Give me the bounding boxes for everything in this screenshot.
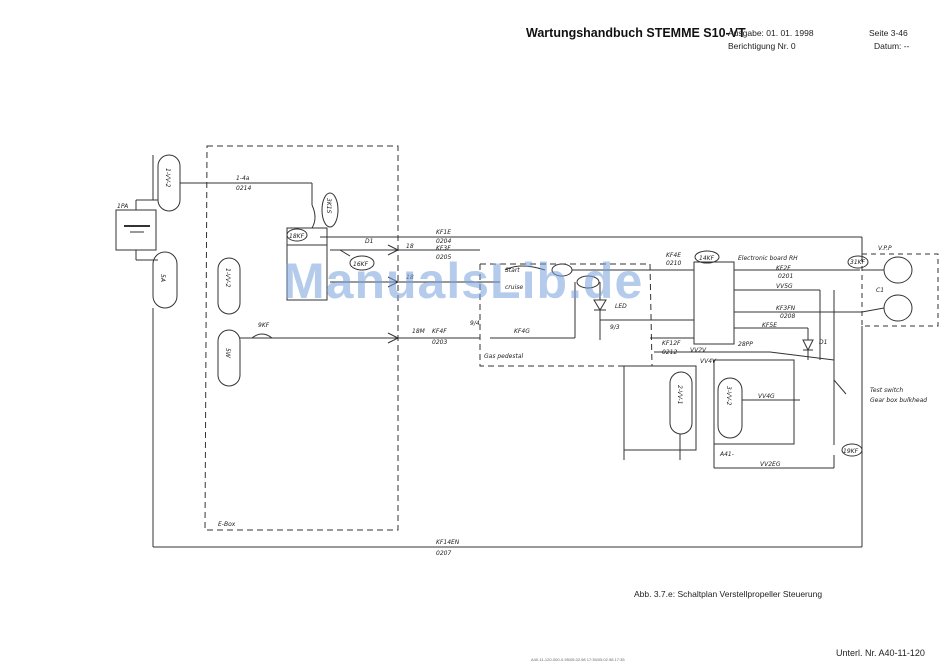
vpp-outline — [861, 253, 939, 327]
diode-d1-right — [802, 339, 814, 352]
relay-c-label: 2-VV-1 — [676, 385, 683, 404]
label-electronic-board: Electronic board RH — [738, 255, 798, 262]
wire-label-kf4e: KF4E — [666, 252, 681, 259]
wire-label-0205: 0205 — [436, 254, 451, 261]
wire-label-0204: 0204 — [436, 238, 451, 245]
label-14kf: 14KF — [699, 255, 715, 262]
wire-label-vv2eg: VV2EG — [760, 461, 781, 468]
wire-label-0201: 0201 — [778, 273, 793, 280]
label-test-switch: Test switch — [870, 387, 903, 394]
label-9kf: 9KF — [258, 322, 270, 329]
battery-label: 1PA — [117, 203, 128, 210]
electronic-board — [693, 261, 735, 345]
wire-label-0210: 0210 — [666, 260, 681, 267]
battery-symbol — [115, 209, 157, 251]
wire-label-kf3f: KF3F — [436, 245, 451, 252]
wire-label-kf2f: KF2F — [776, 265, 791, 272]
fuse-9kf — [251, 333, 273, 339]
relay-d-label: 3-VV-2 — [725, 386, 732, 406]
relay-top-label: 1-VV-2 — [164, 168, 171, 188]
label-start: Start — [505, 267, 520, 274]
page-number: Seite 3-46 — [869, 28, 908, 38]
wire-label-vv4g: VV4G — [758, 393, 775, 400]
label-cruise: cruise — [505, 284, 523, 291]
label-e-box: E-Box — [218, 521, 236, 528]
relay-box-b — [713, 359, 795, 445]
label-a41: A41- — [719, 451, 734, 458]
watermark: ManualsLib.de — [283, 253, 644, 309]
label-vpp: V.P.P — [878, 245, 892, 252]
label-led: LED — [615, 303, 627, 310]
label-3k1s: 3K1S — [325, 198, 332, 214]
wire-label-vv2v: VV2V — [690, 347, 707, 354]
relay-capsule-mid — [217, 257, 241, 315]
page-date: Datum: -- — [874, 41, 910, 51]
relay-block-upper — [286, 227, 328, 301]
wire-label-0214: 0214 — [236, 185, 251, 192]
document-number: Unterl. Nr. A40-11-120 — [836, 648, 925, 658]
label-9-3: 9/3 — [610, 324, 620, 331]
label-28pp: 28PP — [738, 341, 753, 348]
switch-3k1s — [321, 192, 339, 228]
label-31kf: 31KF — [850, 259, 866, 266]
label-gear-box: Gear box bulkhead — [870, 397, 927, 404]
label-d1-right: D1 — [819, 339, 827, 346]
e-box-outline — [204, 145, 399, 531]
wire-label-0208: 0208 — [780, 313, 795, 320]
wire-label-vv4v: VV4V — [700, 358, 717, 365]
vpp-motor-lower — [883, 294, 913, 322]
label-d1-left: D1 — [365, 238, 373, 245]
label-c1: C1 — [876, 287, 884, 294]
footer-code: A40-11-120-000-0-95/05.02.98 17:35/05.02… — [531, 657, 625, 662]
pin-label-18a: 18 — [406, 243, 414, 250]
fuse-capsule — [152, 251, 178, 309]
wire-label-0203: 0203 — [432, 339, 447, 346]
wire-label-kf1e: KF1E — [436, 229, 451, 236]
wire-label-9-4: 9/4 — [470, 320, 480, 327]
contact-14kf — [694, 250, 720, 264]
wire-label-0207: 0207 — [436, 550, 451, 557]
contact-31kf — [847, 255, 869, 269]
pin-label-18b: 18 — [406, 274, 414, 281]
wire-label-kf14en: KF14EN — [436, 539, 460, 546]
issue-date: Ausgabe: 01. 01. 1998 — [728, 28, 814, 38]
label-18kf: 18KF — [289, 233, 305, 240]
contact-45kf — [576, 275, 600, 289]
contact-18kf — [286, 228, 308, 242]
label-16kf: 16KF — [353, 261, 369, 268]
wire-label-kf3fn: KF3FN — [776, 305, 796, 312]
relay-capsule-d — [717, 377, 743, 439]
wire-label-kf5e: KF5E — [762, 322, 777, 329]
relay-low-label: 5W — [224, 348, 231, 359]
manual-title: Wartungshandbuch STEMME S10-VT — [526, 26, 746, 40]
amendment-number: Berichtigung Nr. 0 — [728, 41, 796, 51]
wire-label-vv5g: VV5G — [776, 283, 793, 290]
relay-capsule-low — [217, 329, 241, 387]
figure-caption: Abb. 3.7.e: Schaltplan Verstellpropeller… — [634, 589, 823, 599]
vpp-motor-upper — [883, 256, 913, 284]
fuse-label: 5A — [159, 274, 166, 282]
contact-16kf — [349, 255, 375, 271]
wire-label-14a: 1-4a — [236, 175, 250, 182]
wire-label-18m: 18M — [412, 328, 426, 335]
wire-label-kf4f: KF4F — [432, 328, 447, 335]
label-gas-pedestal: Gas pedestal — [484, 353, 524, 360]
label-19kf: 19KF — [843, 448, 859, 455]
relay-mid-label: 1-VV-2 — [224, 268, 231, 288]
wire-label-kf12f: KF12F — [662, 340, 681, 347]
wire-label-0212: 0212 — [662, 349, 677, 356]
relay-capsule-c — [669, 371, 693, 435]
wire-label-kf4g: KF4G — [514, 328, 530, 335]
relay-box-a — [623, 365, 697, 451]
